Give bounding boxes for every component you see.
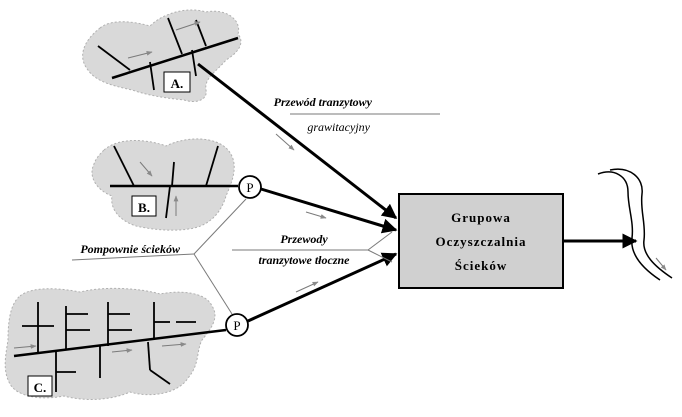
area-b-label: B. (138, 200, 150, 215)
treatment-plant-box (398, 193, 564, 289)
pump-stations-label-group: Pompownie ścieków (71, 198, 247, 315)
pressure-mains-title: Przewody (280, 232, 328, 246)
area-a-label-box (163, 71, 191, 93)
pump-station-1: P (238, 175, 262, 199)
pressure-main-2 (247, 252, 398, 323)
pressure-mains-subtitle: tranzytowe tłoczne (258, 253, 350, 267)
area-a-outline (82, 9, 242, 103)
gravity-main-pipe (197, 62, 398, 220)
pump-2-label: P (233, 318, 240, 333)
gravity-label-group: Przewód tranzytowy grawitacyjny (274, 95, 440, 134)
area-a-label: A. (171, 76, 184, 91)
plant-name-line-3: Ścieków (455, 258, 508, 273)
pump-stations-label: Pompownie ścieków (80, 242, 181, 256)
pump-1-label: P (246, 180, 253, 195)
plant-name-line-2: Oczyszczalnia (436, 234, 527, 249)
catchment-area-b: B. (91, 138, 238, 231)
treatment-plant: Grupowa Oczyszczalnia Ścieków (398, 193, 564, 289)
catchment-area-c: C. (4, 287, 227, 400)
area-c-label-box (27, 375, 53, 397)
gravity-main-title: Przewód tranzytowy (274, 95, 373, 109)
pump-station-2: P (225, 313, 249, 337)
receiving-river (597, 168, 673, 281)
plant-name-line-1: Grupowa (451, 210, 511, 225)
catchment-area-a: A. (82, 9, 242, 103)
area-c-label: C. (34, 380, 47, 395)
pressure-mains-label-group: Przewody tranzytowe tłoczne (232, 231, 393, 267)
area-b-outline (91, 138, 235, 231)
area-b-label-box (131, 195, 157, 217)
pressure-main-1 (260, 187, 398, 234)
gravity-main-subtitle: grawitacyjny (307, 120, 370, 134)
